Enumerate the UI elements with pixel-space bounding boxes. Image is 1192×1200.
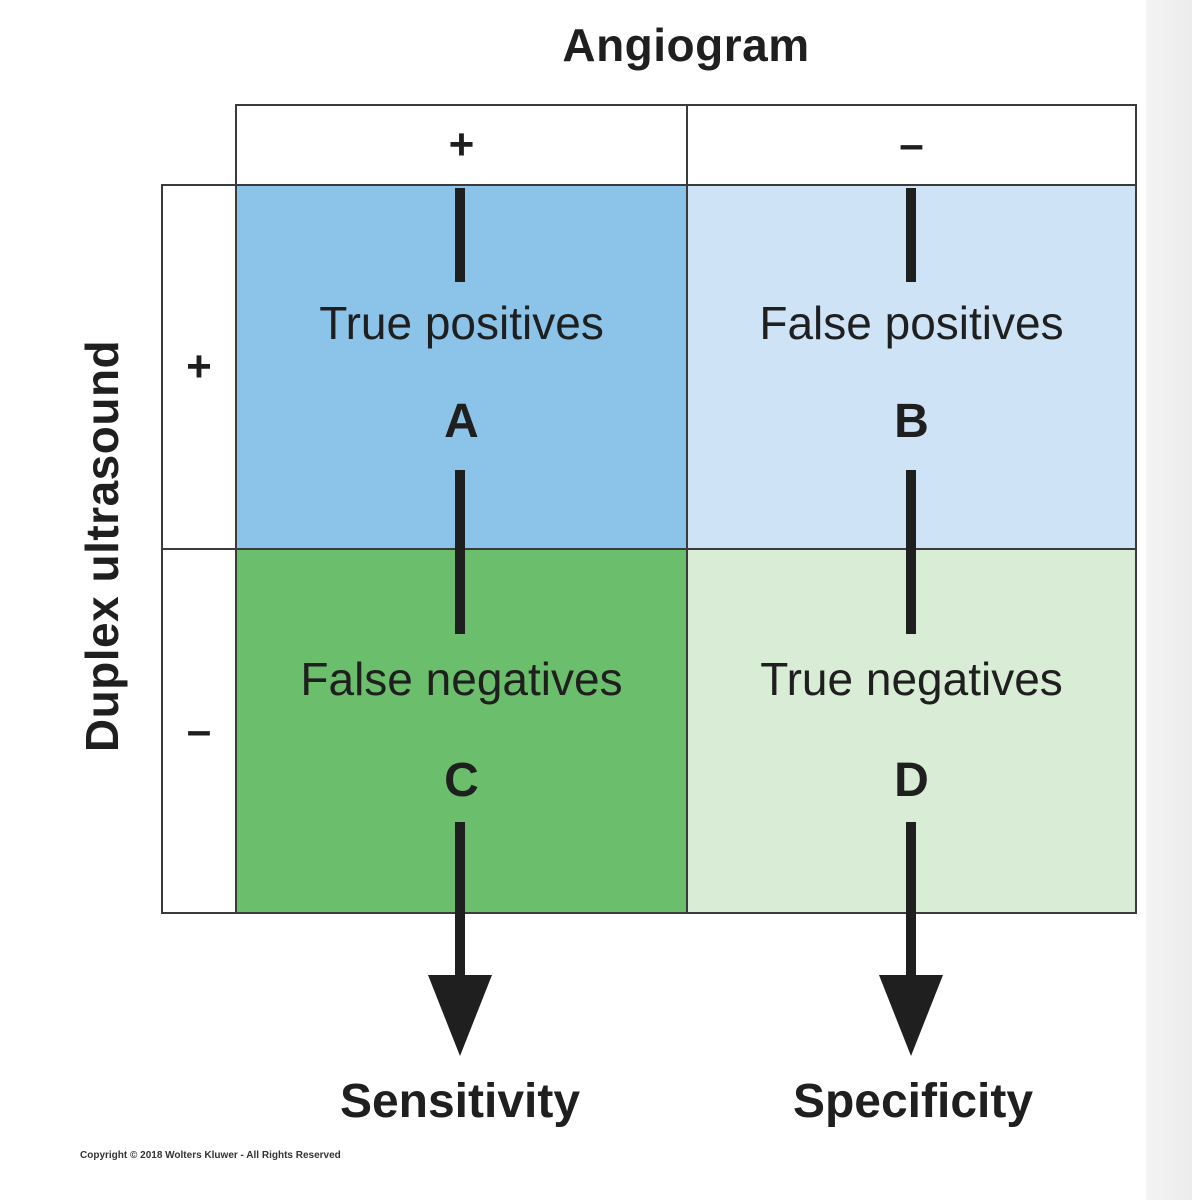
specificity-arrowhead <box>879 975 943 1056</box>
specificity-label: Specificity <box>792 1075 1034 1128</box>
cell-letter: D <box>894 754 929 807</box>
cell-title: False positives <box>759 297 1064 349</box>
sensitivity-label: Sensitivity <box>339 1075 581 1128</box>
cell-letter: C <box>444 754 479 807</box>
cell-title: True negatives <box>760 653 1063 705</box>
row-header-negative: – <box>161 548 237 914</box>
cell-letter: B <box>894 395 929 448</box>
sensitivity-arrowhead <box>428 975 492 1056</box>
copyright-notice: Copyright © 2018 Wolters Kluwer - All Ri… <box>80 1150 341 1161</box>
cell-letter: A <box>444 395 479 448</box>
cell-title: False negatives <box>300 653 623 705</box>
column-header-negative: – <box>686 104 1137 186</box>
column-axis-title: Angiogram <box>562 19 810 71</box>
page-edge-shade <box>1146 0 1192 1200</box>
cell-title: True positives <box>319 297 604 349</box>
